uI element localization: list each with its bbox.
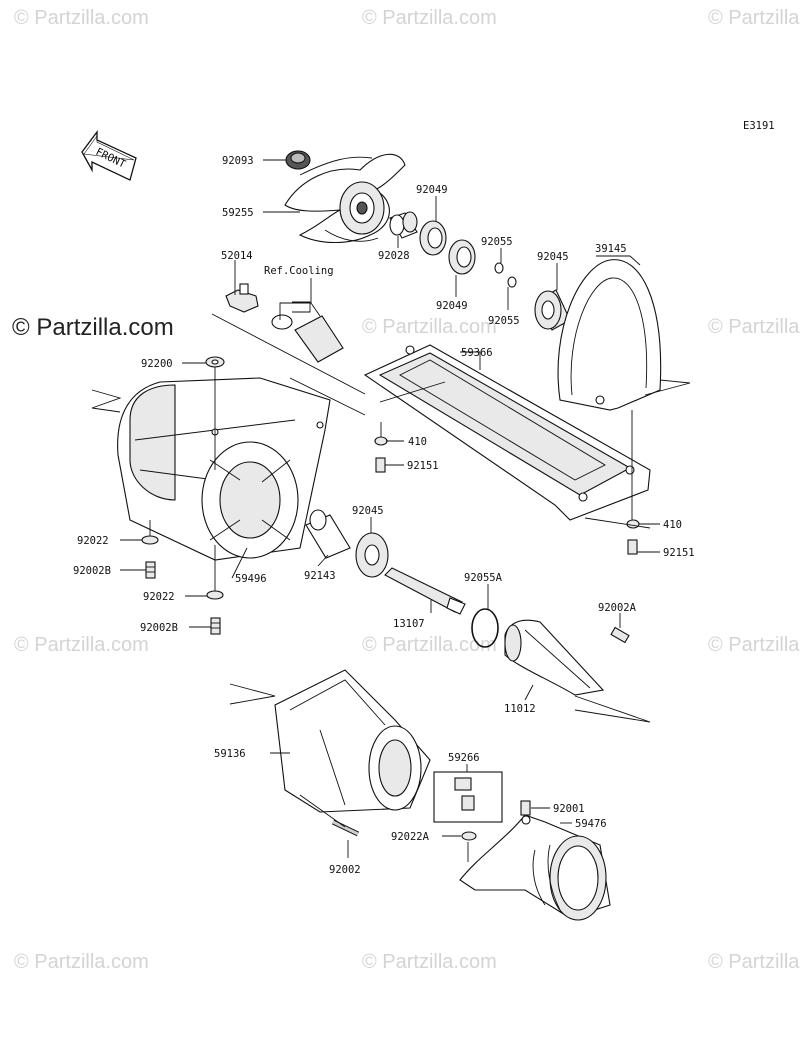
- label-92001[interactable]: 92001: [553, 803, 585, 815]
- label-ref-cooling: Ref.Cooling: [264, 265, 334, 277]
- label-92055A[interactable]: 92055A: [464, 572, 503, 584]
- watermark: © Partzilla.com: [708, 316, 800, 338]
- label-92022A[interactable]: 92022A: [391, 831, 430, 843]
- washer-410b: [626, 519, 640, 529]
- label-92045-lower[interactable]: 92045: [352, 505, 384, 517]
- cooling-hose: [271, 301, 344, 363]
- watermark: © Partzilla.com: [362, 7, 497, 29]
- label-92200[interactable]: 92200: [141, 358, 173, 370]
- label-92045-upper[interactable]: 92045: [537, 251, 569, 263]
- label-59255[interactable]: 59255: [222, 207, 254, 219]
- bearing-92045-lower: [355, 532, 389, 578]
- label-13107[interactable]: 13107: [393, 618, 425, 630]
- housing-59136: [274, 669, 431, 813]
- label-59266[interactable]: 59266: [448, 752, 480, 764]
- watermark: © Partzilla.com: [362, 634, 497, 656]
- label-52014[interactable]: 52014: [221, 250, 253, 262]
- label-92093[interactable]: 92093: [222, 155, 254, 167]
- label-92002B-upper[interactable]: 92002B: [73, 565, 111, 577]
- label-59136[interactable]: 59136: [214, 748, 246, 760]
- watermark: © Partzilla.com: [708, 634, 800, 656]
- cone-11012: [504, 619, 605, 696]
- o-ring-92055A: [471, 608, 499, 648]
- bolt-92151a: [375, 457, 386, 473]
- label-92143[interactable]: 92143: [304, 570, 336, 582]
- pump-case-59496: [117, 377, 331, 561]
- label-92055-lower[interactable]: 92055: [488, 315, 520, 327]
- washer-410a: [374, 436, 388, 446]
- label-92022-upper[interactable]: 92022: [77, 535, 109, 547]
- label-92002B-lower[interactable]: 92002B: [140, 622, 178, 634]
- watermark: © Partzilla.com: [14, 7, 149, 29]
- watermark-main: © Partzilla.com: [12, 314, 174, 341]
- leader-lines: [120, 159, 660, 862]
- o-ring-92055b: [507, 276, 517, 288]
- label-39145[interactable]: 39145: [595, 243, 627, 255]
- front-arrow-icon: FRONT: [81, 130, 137, 181]
- cover-39145: [557, 259, 662, 411]
- watermark: © Partzilla.com: [708, 951, 800, 973]
- o-ring-92055a: [494, 262, 504, 274]
- seal-92049-upper: [419, 220, 447, 256]
- nut-92093: [285, 150, 311, 170]
- sleeve-92028: [389, 211, 418, 239]
- label-92151-right[interactable]: 92151: [663, 547, 695, 559]
- label-11012[interactable]: 11012: [504, 703, 536, 715]
- phantom-lines: [91, 313, 691, 828]
- nozzle-59476: [459, 814, 611, 921]
- watermark: © Partzilla.com: [708, 7, 800, 29]
- bolt-92151b: [627, 539, 638, 555]
- label-59496[interactable]: 59496: [235, 573, 267, 585]
- label-59366[interactable]: 59366: [461, 347, 493, 359]
- label-92049-upper[interactable]: 92049: [416, 184, 448, 196]
- watermark: © Partzilla.com: [362, 316, 497, 338]
- bolt-92002A: [610, 626, 630, 644]
- part-labels: 92093 59255 92049 92028 92049 92055 9205…: [73, 155, 695, 876]
- diagram-code: E3191: [743, 120, 775, 132]
- bolt-92002: [331, 819, 360, 837]
- washer-92022a: [141, 535, 159, 545]
- shaft-13107: [384, 567, 466, 615]
- seal-92049-lower: [448, 239, 476, 275]
- label-410-right[interactable]: 410: [663, 519, 682, 531]
- watermark: © Partzilla.com: [14, 634, 149, 656]
- watermark: © Partzilla.com: [362, 951, 497, 973]
- washer-92022A: [461, 831, 477, 841]
- bolt-92001: [520, 800, 531, 816]
- bolt-92002Ba: [145, 561, 156, 579]
- washer-92022b: [206, 590, 224, 600]
- label-410-left[interactable]: 410: [408, 436, 427, 448]
- watermarks: © Partzilla.com © Partzilla.com © Partzi…: [12, 7, 800, 973]
- label-59476[interactable]: 59476: [575, 818, 607, 830]
- label-92022-lower[interactable]: 92022: [143, 591, 175, 603]
- plate-59366: [363, 344, 651, 521]
- kit-59266: [433, 771, 503, 823]
- fitting-52014: [225, 283, 259, 313]
- label-92028[interactable]: 92028: [378, 250, 410, 262]
- label-92151-left[interactable]: 92151: [407, 460, 439, 472]
- label-92055-upper[interactable]: 92055: [481, 236, 513, 248]
- bolt-92002Bb: [210, 617, 221, 635]
- impeller-59255: [284, 153, 406, 243]
- bearing-92045-upper: [534, 289, 571, 331]
- label-92002A[interactable]: 92002A: [598, 602, 637, 614]
- sleeve-92143: [305, 509, 351, 559]
- label-92002[interactable]: 92002: [329, 864, 361, 876]
- watermark: © Partzilla.com: [14, 951, 149, 973]
- label-92049-lower[interactable]: 92049: [436, 300, 468, 312]
